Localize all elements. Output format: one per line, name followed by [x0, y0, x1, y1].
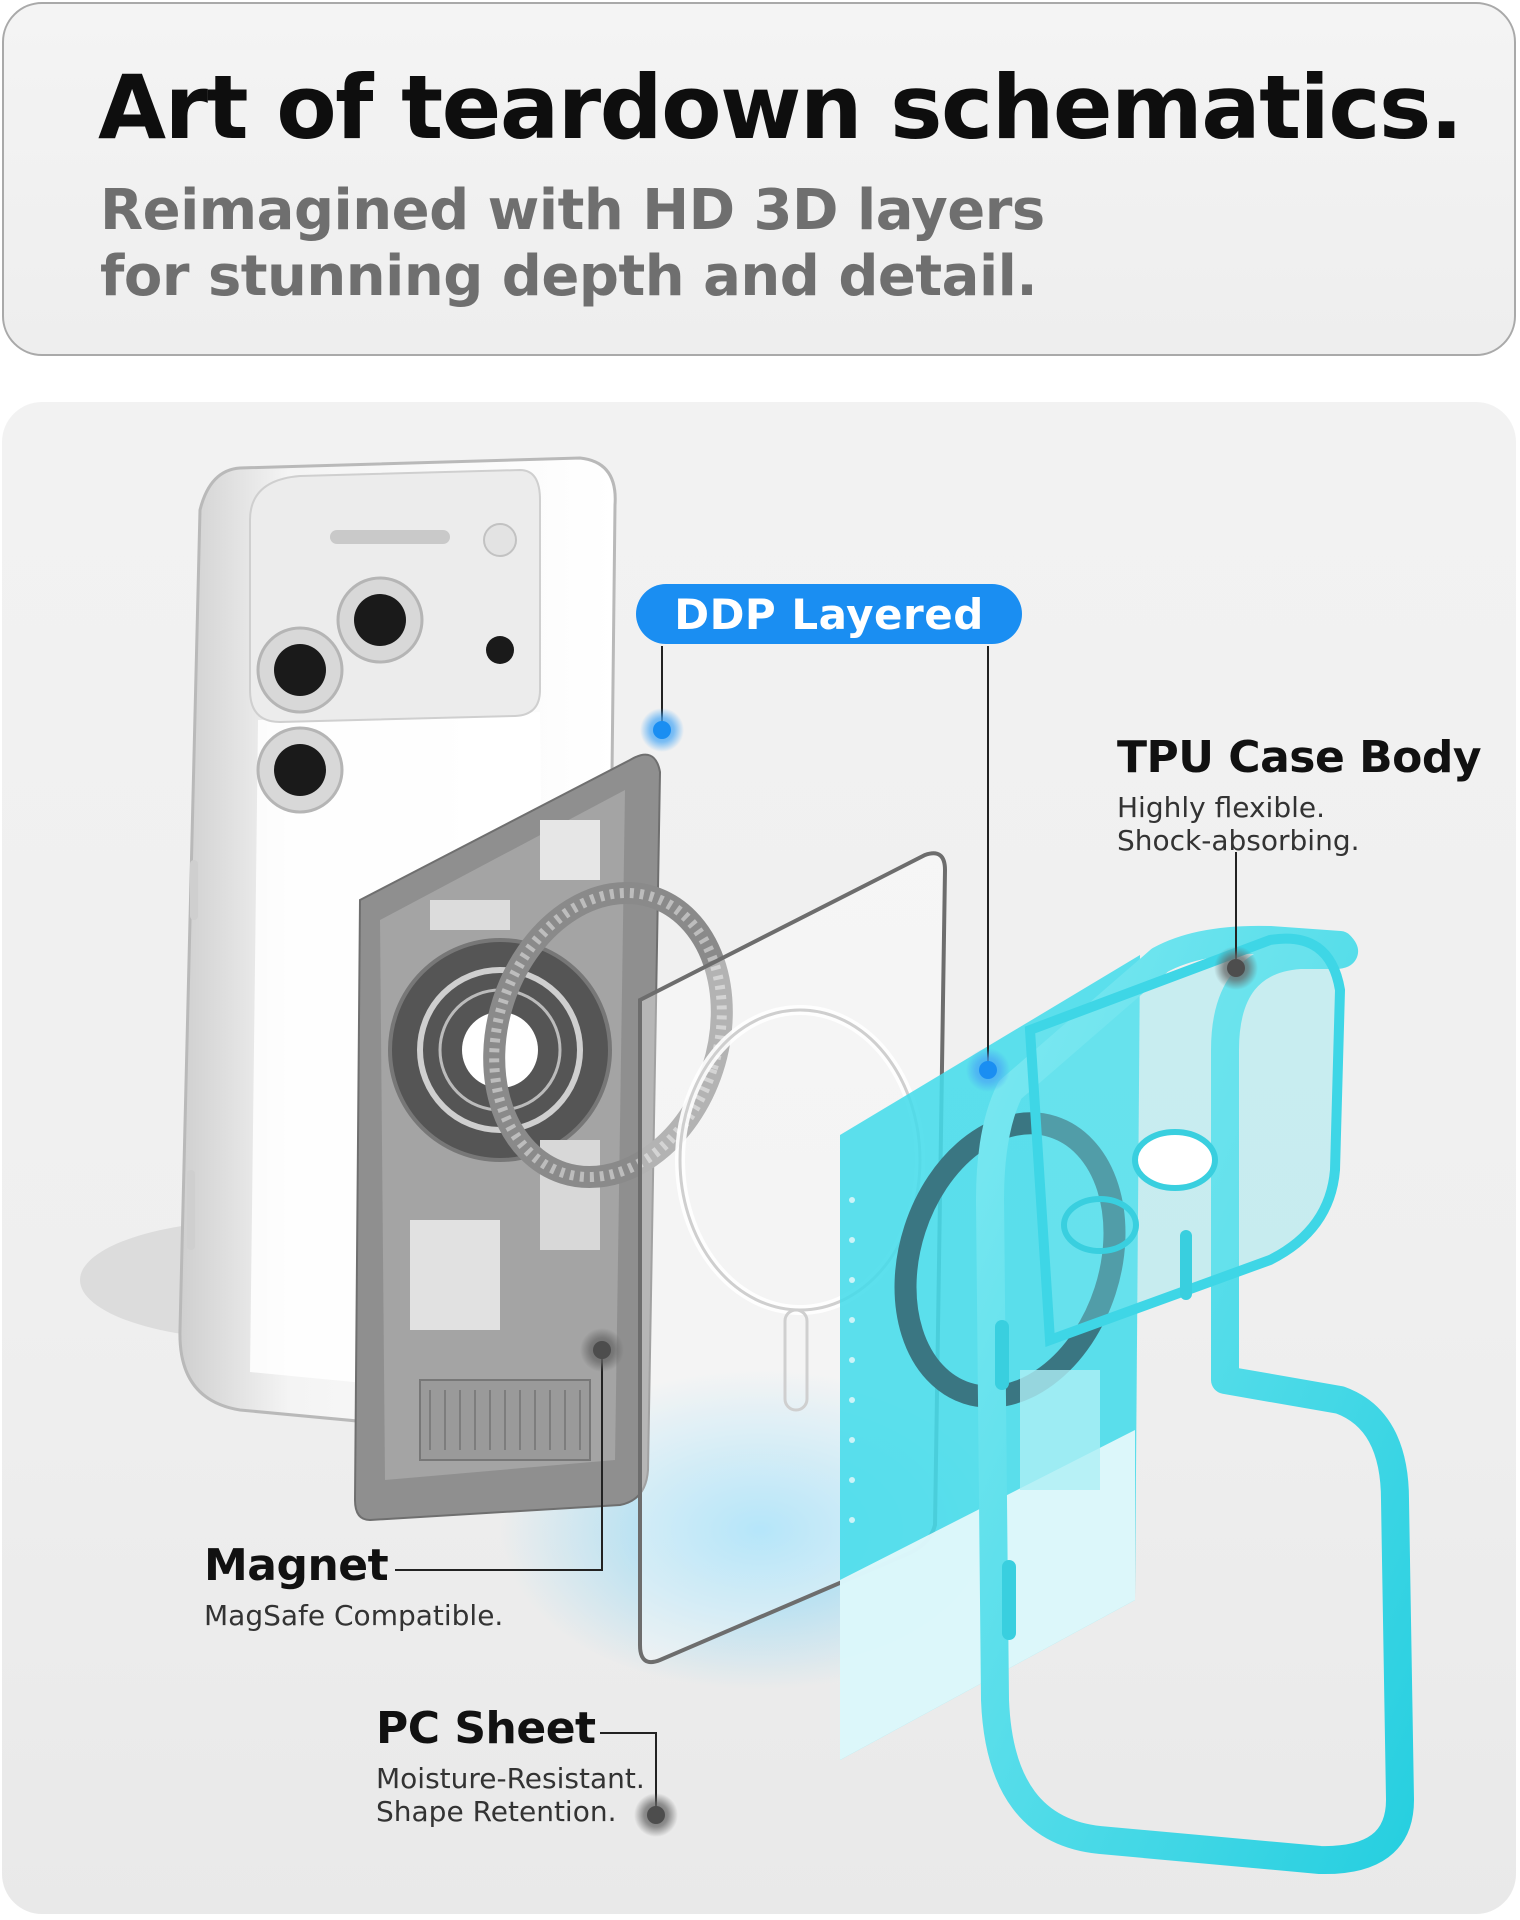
callout-dot-icon [580, 708, 1258, 1837]
callout-tpu-desc-2: Shock-absorbing. [1117, 824, 1360, 857]
callout-pc-desc-1: Moisture-Resistant. [376, 1762, 645, 1795]
callout-tpu-title: TPU Case Body [1117, 732, 1482, 783]
tpu-case-body [976, 925, 1414, 1875]
callout-magnet-title: Magnet [204, 1540, 389, 1591]
magsafe-ring-icon [483, 881, 733, 1189]
callout-pc-title: PC Sheet [376, 1703, 596, 1754]
ddp-layered-badge: DDP Layered [636, 584, 1022, 644]
page-title: Art of teardown schematics. [98, 56, 1463, 159]
callout-magnet-desc: MagSafe Compatible. [204, 1599, 504, 1632]
page-subtitle: Reimagined with HD 3D layers for stunnin… [100, 178, 1045, 310]
subtitle-line-2: for stunning depth and detail. [100, 244, 1038, 309]
callout-pc-desc-2: Shape Retention. [376, 1795, 617, 1828]
subtitle-line-1: Reimagined with HD 3D layers [100, 178, 1045, 243]
header-card: Art of teardown schematics. Reimagined w… [2, 2, 1516, 356]
callout-tpu-desc: Highly flexible. Shock-absorbing. [1117, 791, 1481, 857]
callout-tpu-desc-1: Highly flexible. [1117, 791, 1326, 824]
callout-magnet: Magnet MagSafe Compatible. [204, 1540, 503, 1632]
callout-pc-desc: Moisture-Resistant. Shape Retention. [376, 1762, 645, 1828]
callout-pc: PC Sheet Moisture-Resistant. Shape Reten… [376, 1703, 645, 1828]
phone-camera-icon [256, 523, 517, 814]
callout-tpu: TPU Case Body Highly flexible. Shock-abs… [1117, 732, 1482, 857]
